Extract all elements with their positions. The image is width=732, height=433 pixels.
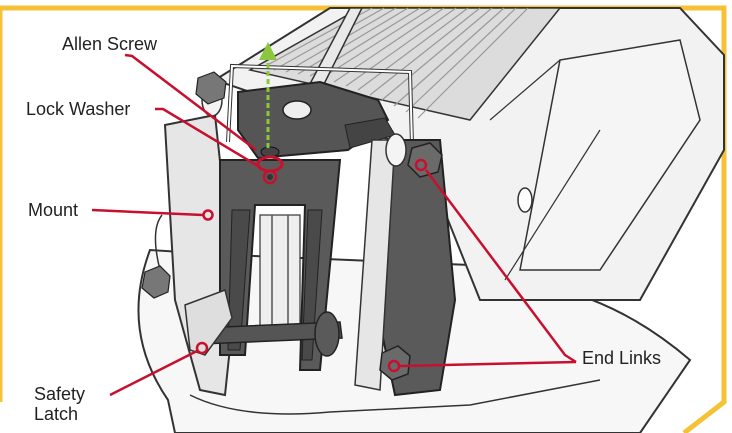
allen-screw-assembly <box>256 146 284 185</box>
safety-latch <box>184 289 233 356</box>
lift-arrow-icon <box>259 42 277 148</box>
top-clamp <box>237 80 396 160</box>
mount-nut-upper <box>195 71 227 105</box>
mount-nut-lower <box>141 265 171 299</box>
safety-latch-label-line2: Latch <box>34 404 79 424</box>
lower-end-link-nut <box>379 345 411 381</box>
u-bracket <box>226 63 414 146</box>
upper-end-link-nut <box>407 142 443 178</box>
allen-screw-leader <box>124 53 257 151</box>
end-links-lower-leader <box>399 360 577 368</box>
mount-label: Mount <box>28 200 79 220</box>
clamp-body <box>219 159 342 371</box>
lock-washer-label: Lock Washer <box>26 99 131 119</box>
allen-screw-label: Allen Screw <box>62 34 158 54</box>
end-links-label: End Links <box>582 348 662 368</box>
roller-bar <box>199 311 343 357</box>
safety-latch-leader <box>109 349 198 397</box>
end-links-upper-leader <box>425 169 577 364</box>
end-link-plate <box>201 83 457 397</box>
safety-latch-label-line1: Safety <box>34 384 86 404</box>
safety-latch-label: Safety Latch <box>34 384 85 424</box>
leader-lines <box>91 53 577 397</box>
mount-leader <box>91 208 204 217</box>
yellow-frame <box>0 5 727 433</box>
lock-washer-leader <box>155 107 259 168</box>
crossbar <box>212 7 725 301</box>
